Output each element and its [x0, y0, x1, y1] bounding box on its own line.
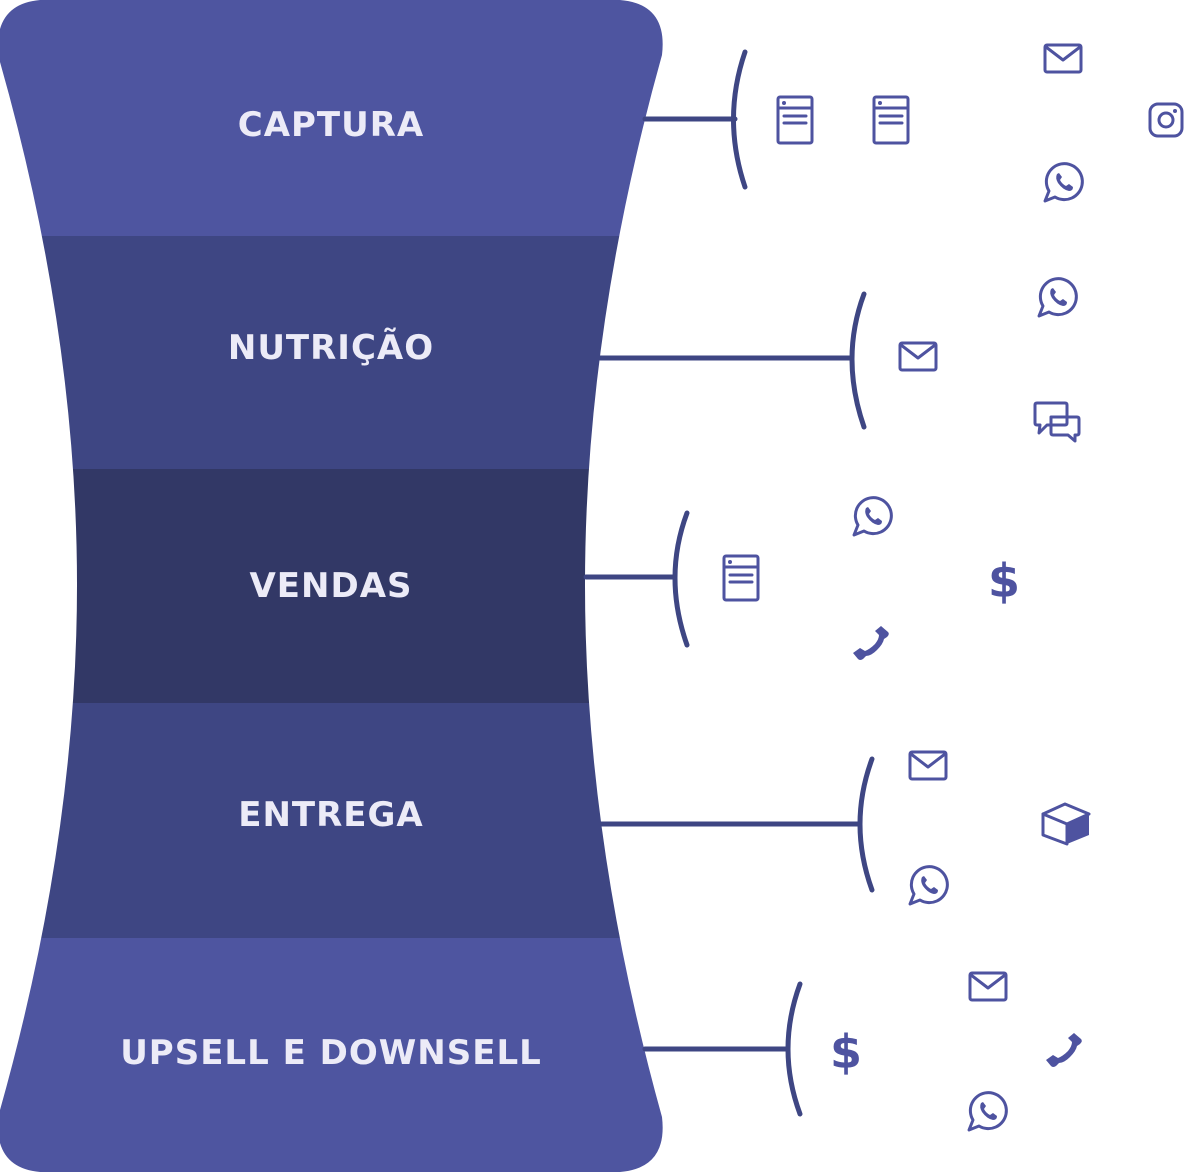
whatsapp-icon [967, 1091, 1008, 1132]
stage-label-nutricao: NUTRIÇÃO [228, 327, 434, 368]
connector-captura [642, 49, 748, 190]
chat-icon [1033, 401, 1081, 443]
connector-vendas [583, 510, 690, 648]
stage-label-entrega: ENTREGA [238, 795, 424, 835]
stage-label-captura: CAPTURA [238, 105, 424, 145]
dollar-icon: $ [988, 554, 1020, 608]
connector-nutricao [597, 291, 867, 430]
connector-entrega [597, 756, 875, 893]
dollar-icon: $ [830, 1025, 862, 1079]
band-entrega [0, 703, 663, 938]
whatsapp-icon [1043, 162, 1084, 203]
band-vendas [0, 469, 663, 703]
funnel-shape [0, 0, 663, 1172]
band-upsell [0, 938, 663, 1172]
phone-icon [853, 626, 889, 660]
email-icon [1043, 43, 1083, 74]
stage-label-vendas: VENDAS [249, 566, 412, 606]
form-icon [776, 95, 814, 145]
whatsapp-icon [1037, 277, 1078, 318]
connector-upsell [642, 981, 803, 1117]
whatsapp-icon [852, 496, 893, 537]
band-captura [0, 0, 663, 236]
email-icon [908, 750, 948, 781]
email-icon [968, 971, 1008, 1002]
box-icon [1041, 802, 1091, 846]
email-icon [898, 341, 938, 372]
band-nutricao [0, 236, 663, 469]
form-icon [722, 554, 760, 602]
whatsapp-icon [908, 865, 949, 906]
phone-icon [1046, 1033, 1082, 1067]
form-icon [872, 95, 910, 145]
stage-label-upsell: UPSELL E DOWNSELL [120, 1033, 542, 1073]
instagram-icon [1148, 102, 1184, 138]
